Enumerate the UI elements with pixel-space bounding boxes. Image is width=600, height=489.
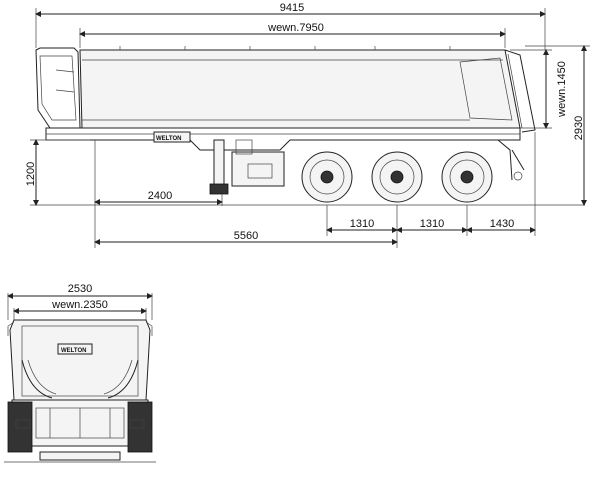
svg-text:1430: 1430 [490, 218, 514, 230]
rear-body [9, 319, 151, 401]
svg-text:2930: 2930 [573, 116, 585, 140]
svg-text:1310: 1310 [350, 218, 374, 230]
svg-text:5560: 5560 [234, 230, 258, 242]
dim-overall-length: 9415 [35, 2, 546, 50]
rear-brand-label: WELTON [61, 348, 86, 354]
svg-text:1310: 1310 [420, 218, 444, 230]
wheel-axle-2 [371, 151, 423, 203]
svg-text:2530: 2530 [68, 283, 92, 295]
side-brand-label: WELTON [156, 136, 181, 142]
rear-tire-left [7, 401, 33, 453]
dim-overall-width: 2530 [7, 283, 153, 320]
svg-text:1200: 1200 [25, 162, 37, 186]
svg-text:wewn.2350: wewn.2350 [51, 299, 108, 311]
dim-inner-length: wewn.7950 [79, 22, 506, 48]
equipment-box [231, 139, 285, 187]
svg-text:wewn.1450: wewn.1450 [556, 61, 568, 118]
svg-text:wewn.7950: wewn.7950 [267, 22, 324, 34]
wheel-axle-3 [441, 151, 493, 203]
dim-inner-height: wewn.1450 [510, 49, 568, 129]
front-wall [35, 47, 81, 129]
dim-inner-width: wewn.2350 [13, 299, 147, 320]
dim-kingpin-to-axle: 5560 [94, 205, 398, 248]
rear-view: 2530 wewn.2350 WELTON [4, 283, 156, 463]
chassis-beam [45, 127, 521, 151]
svg-text:2400: 2400 [148, 190, 172, 202]
dim-total-height: 2930 [525, 45, 590, 206]
dim-coupling-height: 1200 [25, 139, 90, 206]
dim-kingpin-to-leg: 2400 [94, 140, 223, 248]
tailgate [504, 49, 536, 133]
svg-text:9415: 9415 [280, 2, 304, 14]
dim-axle-spacings: 1310 1310 1430 [326, 132, 536, 236]
landing-leg [209, 139, 229, 195]
rear-tire-right [127, 401, 153, 453]
dump-body [79, 49, 521, 129]
wheel-axle-1 [301, 151, 353, 203]
side-view: WELTON [25, 2, 590, 248]
